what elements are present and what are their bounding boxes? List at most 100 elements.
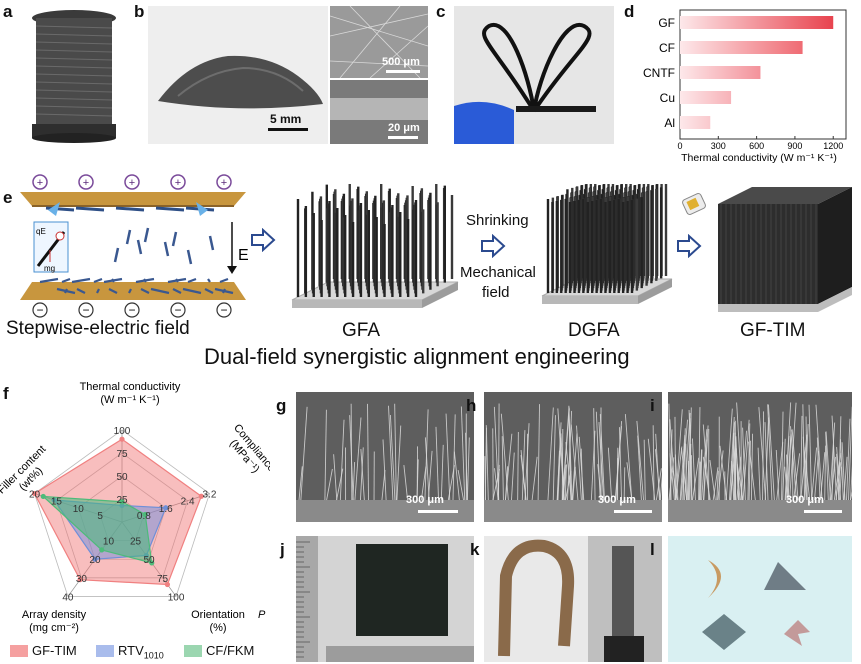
banner-title: Dual-field synergistic alignment enginee… — [204, 344, 630, 369]
negative-electrode-icon — [170, 302, 186, 318]
radar-tick-label: 30 — [76, 574, 88, 585]
lying-fiber — [39, 277, 59, 284]
floating-fiber — [171, 231, 178, 247]
floating-fiber — [113, 247, 120, 263]
positive-electrode-icon — [32, 174, 48, 190]
sem-fiber — [537, 404, 540, 501]
photo-fiber-spool — [22, 6, 126, 144]
lying-fiber — [128, 288, 132, 294]
fiber-horizontal — [75, 206, 105, 212]
sem-fiber — [838, 416, 842, 501]
lying-fiber — [135, 277, 155, 284]
radar-point — [142, 511, 148, 518]
scale-bar-b-main — [268, 128, 308, 131]
sem-fiber — [825, 431, 832, 501]
radar-tick-label: 1.6 — [159, 504, 173, 515]
sem-fiber — [820, 452, 826, 501]
bar-cntf — [680, 66, 761, 79]
sem-fiber — [597, 464, 602, 501]
lying-fiber — [108, 288, 118, 294]
sem-fiber — [700, 449, 703, 501]
positive-electrode-icon — [78, 174, 94, 190]
sem-fiber — [333, 454, 338, 501]
sem-fiber — [521, 430, 526, 501]
bending-image — [484, 536, 662, 662]
radar-point — [119, 499, 125, 505]
sem-fiber — [568, 406, 572, 501]
sem-fiber — [781, 411, 784, 501]
sem-fiber — [824, 445, 827, 501]
sem-fiber — [626, 462, 633, 501]
sem-fiber — [730, 422, 736, 501]
sem-fiber — [580, 448, 584, 501]
scale-bar-b-bottom — [388, 136, 418, 139]
radar-tick-label: 50 — [116, 472, 128, 483]
radar-axis-label-group: Thermal conductivity(W m⁻¹ K⁻¹) — [80, 381, 181, 406]
sem-fiber — [647, 438, 656, 501]
scale-label-b-top: 500 μm — [382, 56, 420, 68]
sem-fiber — [735, 436, 740, 501]
label-mechanical: Mechanical — [460, 264, 536, 281]
sem-fiber — [767, 404, 775, 501]
lying-fiber — [182, 287, 202, 295]
field-arrowhead — [227, 266, 237, 274]
label-field: field — [482, 284, 510, 301]
sem-fiber — [728, 416, 735, 501]
minus-sign: − — [128, 303, 135, 317]
sem-fiber — [831, 445, 834, 501]
sem-fiber — [702, 456, 711, 501]
sem-fiber — [668, 457, 675, 501]
gf-tim-block-render — [718, 187, 852, 312]
sem-fiber — [494, 468, 499, 501]
stage-label-stepwise: Stepwise-electric field — [6, 318, 190, 339]
legend-swatch-gf-tim — [10, 645, 28, 657]
sem-fiber — [339, 419, 345, 501]
radar-tick-label: 15 — [51, 497, 63, 508]
sem-fiber — [686, 418, 692, 501]
sem-fiber — [692, 457, 700, 501]
radar-tick-label: 5 — [97, 511, 103, 522]
positive-electrode-icon — [124, 174, 140, 190]
sem-g: 300 μm — [296, 392, 474, 522]
photo-k-bending — [484, 536, 662, 662]
panel-label-d: d — [624, 2, 635, 21]
sem-fiber — [547, 407, 554, 501]
plus-sign: + — [175, 177, 181, 189]
sem-fiber — [800, 415, 803, 501]
radar-axis-unit: (W m⁻¹ K⁻¹) — [100, 394, 159, 406]
sem-fiber — [786, 429, 792, 501]
sem-fiber — [805, 416, 808, 501]
sem-fiber — [531, 456, 538, 501]
lying-fiber — [150, 287, 170, 295]
sem-fiber — [564, 464, 567, 501]
legend-label-rtv: RTV1010 — [118, 643, 164, 661]
scale-label-h: 300 μm — [598, 494, 636, 506]
sem-fiber — [848, 406, 852, 501]
tim-top-face — [718, 187, 852, 204]
sem-fiber — [669, 419, 677, 501]
sem-fiber — [815, 404, 823, 501]
sem-fiber — [565, 471, 572, 501]
radar-axis-symbol: P — [258, 609, 266, 621]
legend-label-rtv-sub: 1010 — [143, 650, 164, 661]
fiber-knot-image — [454, 6, 614, 144]
sem-fiber — [349, 415, 354, 501]
sem-fiber — [427, 450, 433, 501]
lying-fiber — [71, 277, 91, 284]
negative-electrode-icon — [216, 302, 232, 318]
radar-axis-label-group: Array density(mg cm⁻²) — [22, 609, 87, 634]
sem-h-image — [484, 392, 662, 522]
sem-fiber — [360, 449, 365, 501]
bottom-electrode-plate — [20, 282, 246, 300]
sem-fiber — [808, 404, 813, 501]
sem-fiber — [570, 424, 579, 501]
sem-fiber — [716, 470, 719, 501]
radar-tick-label: 3.2 — [203, 490, 217, 501]
sem-fiber — [793, 453, 801, 501]
sem-fiber — [493, 406, 500, 501]
radar-point — [99, 547, 105, 553]
force-label-qe: qE — [36, 227, 46, 236]
tim-side-face — [818, 187, 852, 304]
radar-point — [164, 581, 171, 588]
